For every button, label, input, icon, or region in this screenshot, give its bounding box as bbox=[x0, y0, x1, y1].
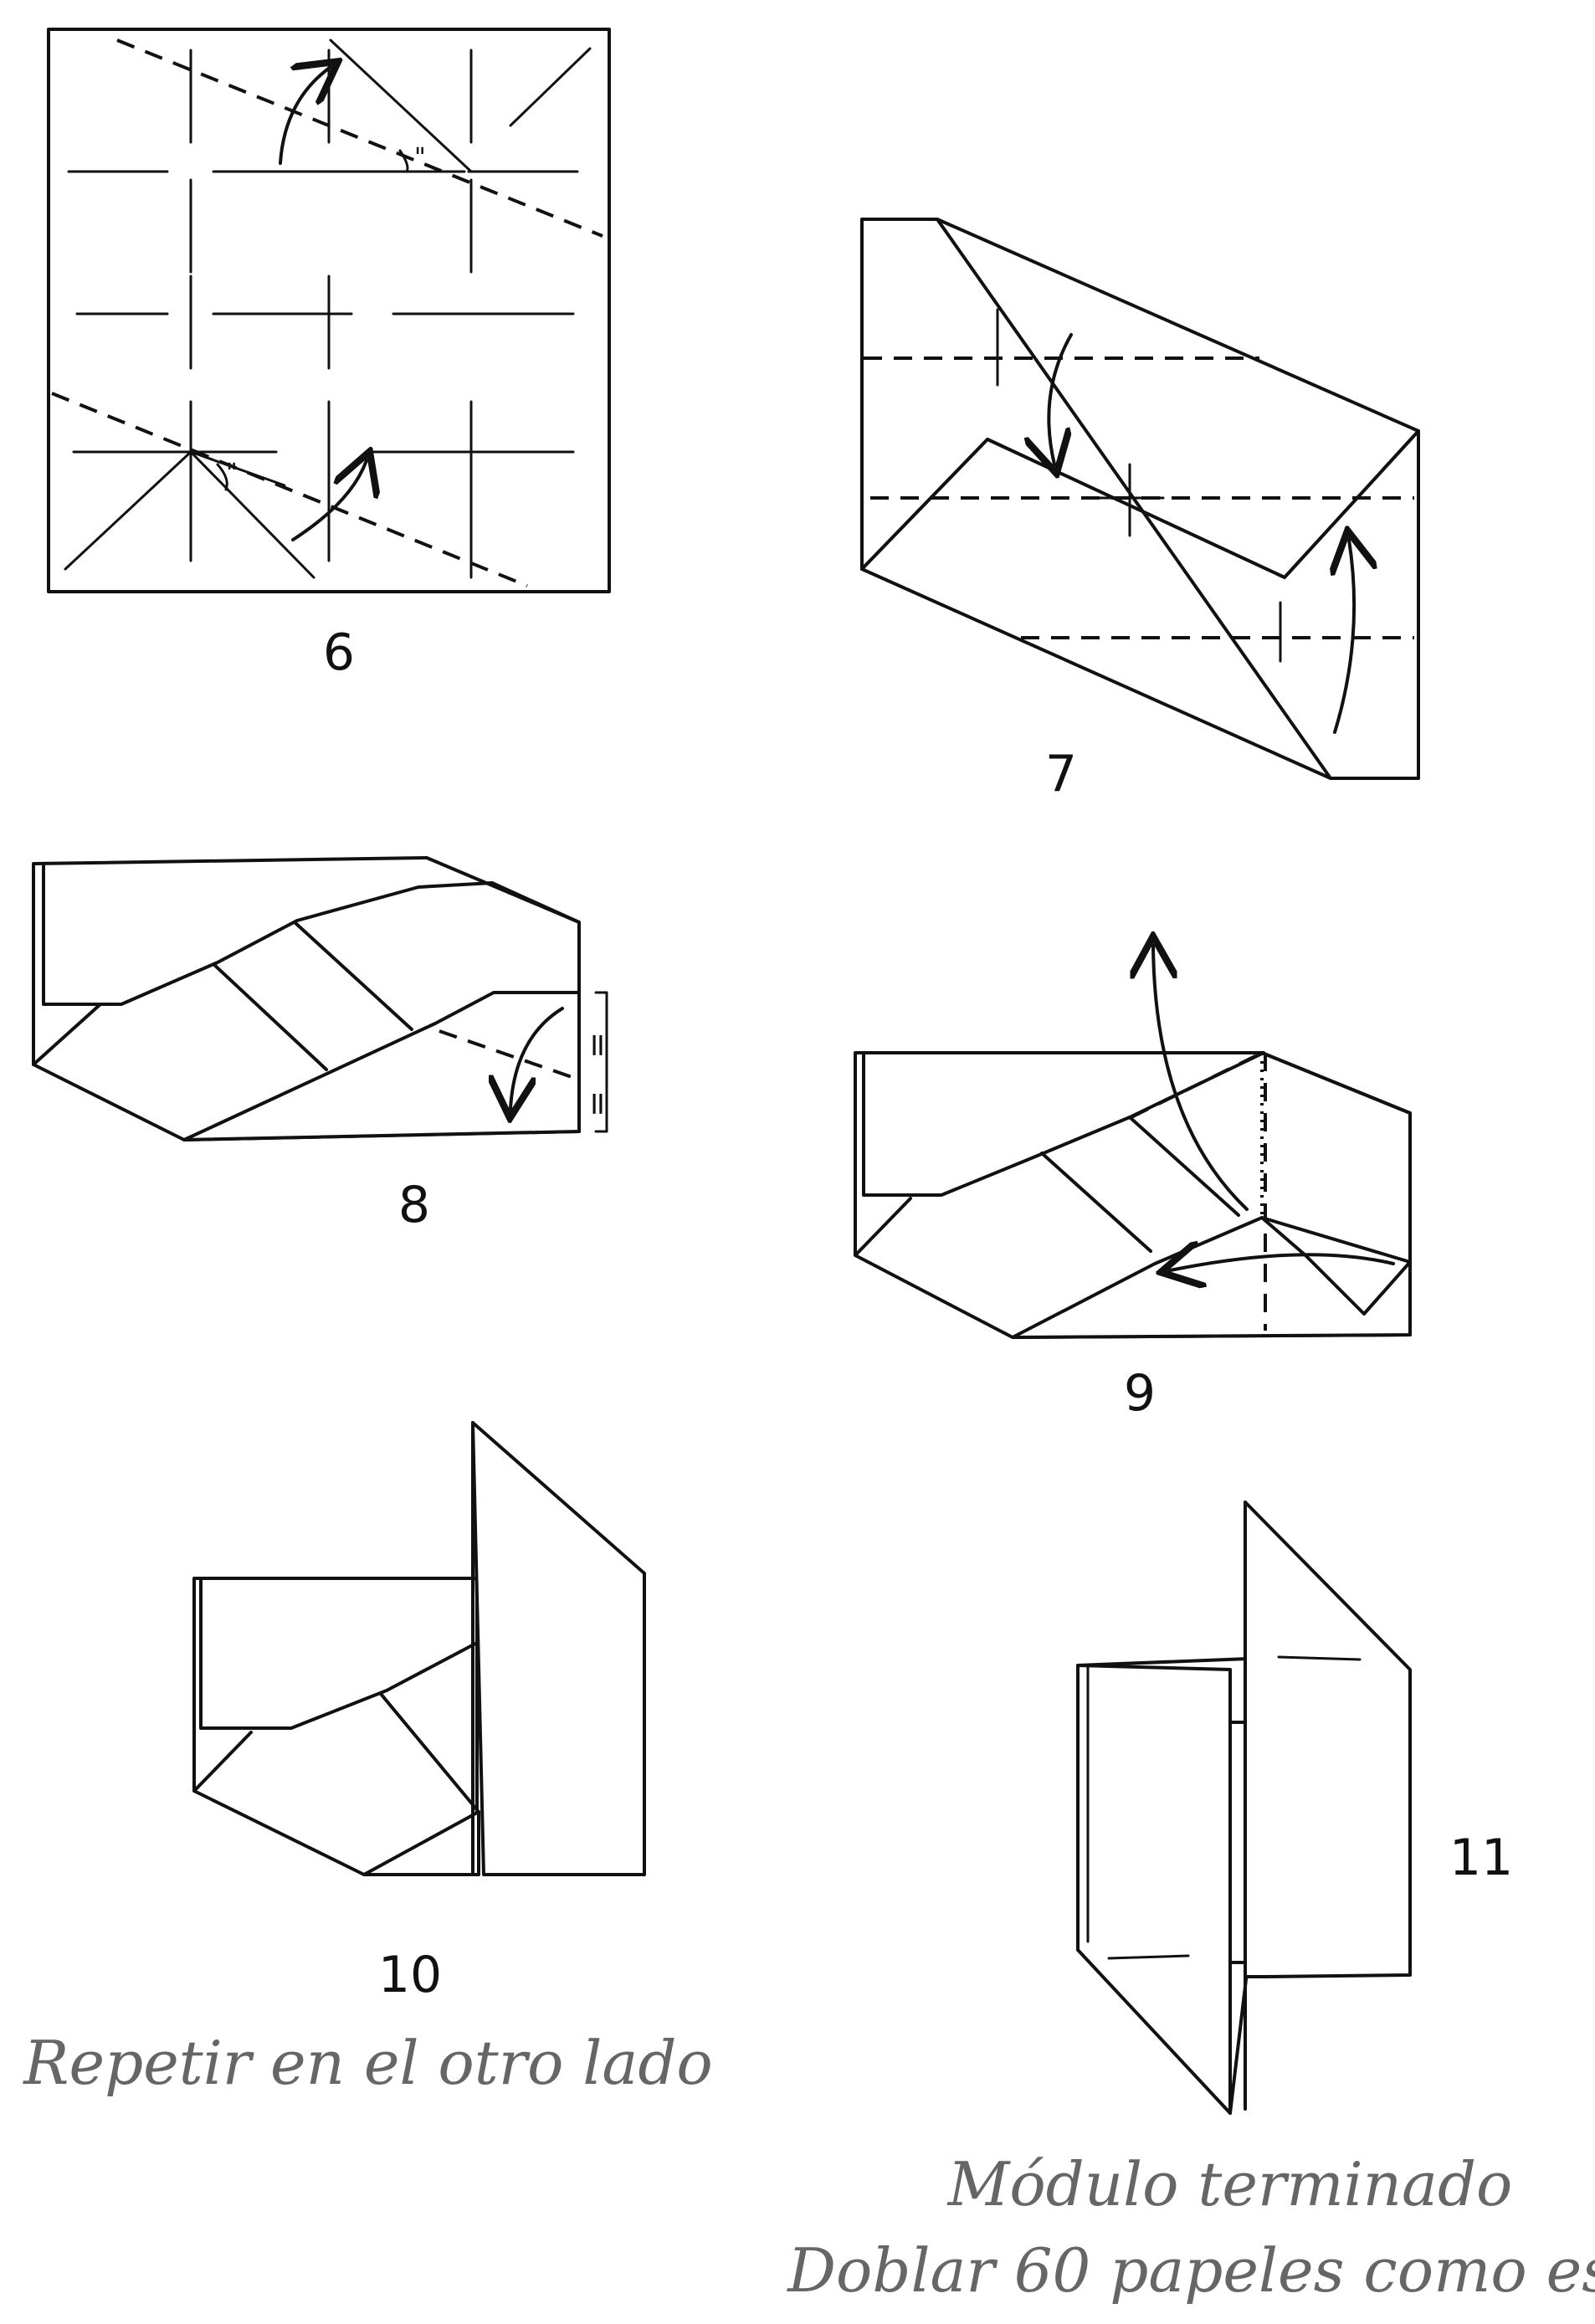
step-10-number: 10 bbox=[378, 1946, 442, 2004]
step-8-number: 8 bbox=[398, 1176, 430, 1234]
step-6-diagram: " " bbox=[47, 28, 611, 593]
svg-text:": " bbox=[226, 459, 238, 488]
step-8-diagram: = = bbox=[32, 856, 617, 1141]
repeat-caption: Repetir en el otro lado bbox=[22, 2028, 713, 2098]
svg-text:": " bbox=[414, 143, 426, 172]
step-10-diagram bbox=[192, 1421, 646, 1876]
step-6-number: 6 bbox=[323, 623, 355, 682]
step-11-number: 11 bbox=[1449, 1829, 1513, 1887]
step-7-diagram bbox=[860, 218, 1420, 780]
svg-text:=: = bbox=[580, 1090, 617, 1117]
step-9-diagram bbox=[854, 946, 1412, 1339]
step-11-diagram bbox=[1076, 1501, 1412, 2115]
finished-caption: Módulo terminado bbox=[946, 2149, 1513, 2219]
step-7-number: 7 bbox=[1045, 745, 1077, 803]
step-9-number: 9 bbox=[1124, 1364, 1156, 1423]
fold-instruction-caption: Doblar 60 papeles como este bbox=[786, 2235, 1595, 2306]
svg-text:=: = bbox=[580, 1032, 617, 1059]
